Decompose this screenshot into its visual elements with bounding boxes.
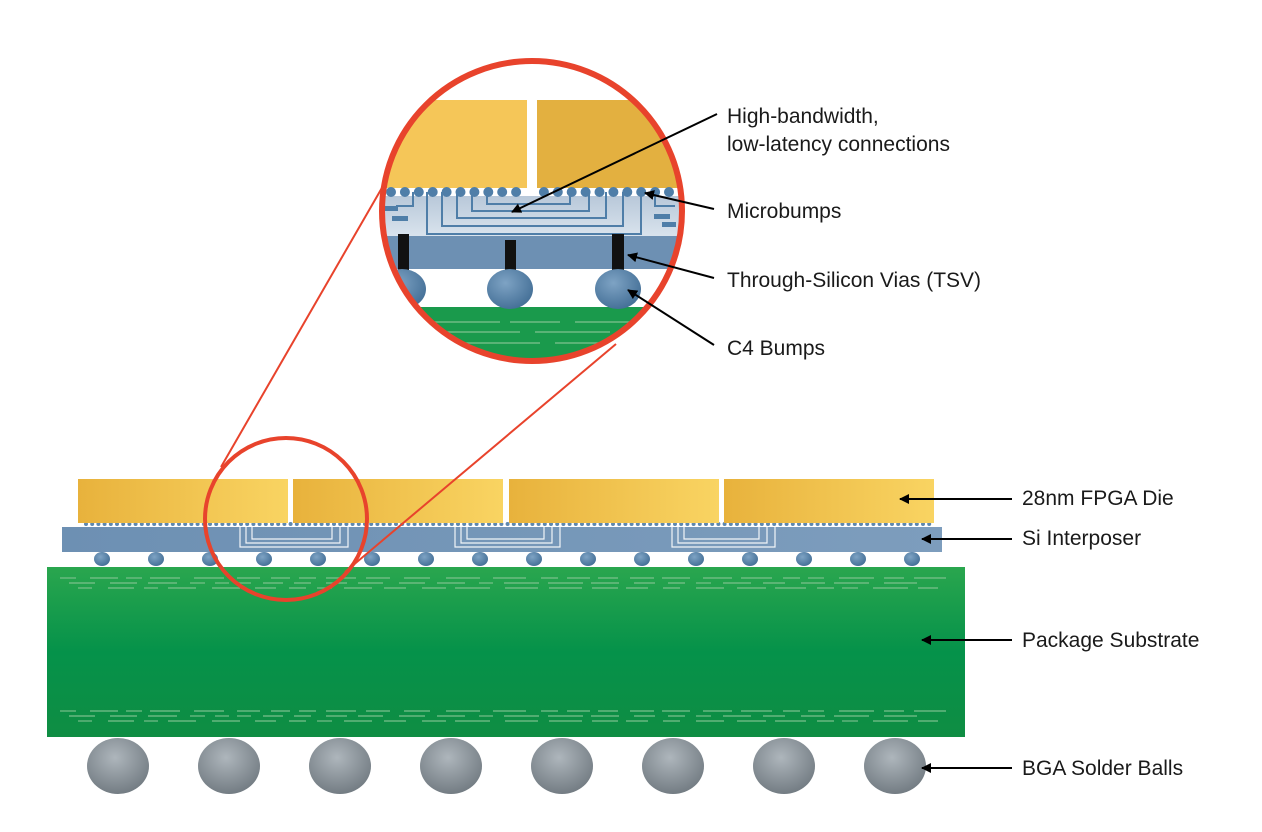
zoom-interposer-pads: [384, 206, 676, 227]
c4-bump: [256, 552, 272, 566]
c4-bump: [904, 552, 920, 566]
arrow-high-bandwidth: [511, 113, 718, 213]
zoom-microbump: [483, 187, 494, 197]
c4-bump: [688, 552, 704, 566]
si-interposer: [62, 527, 942, 552]
bga-solder-ball: [864, 738, 926, 794]
zoom-microbump: [566, 187, 577, 197]
zoom-detail: [379, 58, 685, 364]
label-tsv: Through-Silicon Vias (TSV): [727, 269, 982, 292]
interposer-wiring: [239, 527, 776, 548]
zoom-microbump: [399, 187, 410, 197]
zoom-source-circle: [203, 436, 369, 602]
c4-bump: [850, 552, 866, 566]
bga-solder-ball: [642, 738, 704, 794]
bga-solder-ball: [753, 738, 815, 794]
zoom-circle-border: [379, 58, 685, 364]
zoom-microbump: [664, 187, 674, 197]
label-microbumps: Microbumps: [727, 200, 842, 223]
c4-bump: [472, 552, 488, 566]
zoom-interposer-bottom: [382, 236, 682, 269]
c4-bump: [526, 552, 542, 566]
c4-bump: [634, 552, 650, 566]
c4-bump: [742, 552, 758, 566]
bga-solder-ball: [420, 738, 482, 794]
zoom-die-right: [537, 100, 682, 188]
zoom-microbump: [386, 187, 396, 197]
zoom-microbump: [469, 187, 480, 197]
fpga-die: [509, 479, 719, 523]
c4-bump: [796, 552, 812, 566]
zoom-microbump: [622, 187, 633, 197]
fpga-die: [293, 479, 503, 523]
c4-bump: [94, 552, 110, 566]
label-high-bandwidth-line2: low-latency connections: [727, 133, 950, 156]
substrate-traces-bottom: [60, 710, 946, 722]
bga-solder-balls: [87, 738, 926, 794]
bga-solder-ball: [531, 738, 593, 794]
bga-solder-ball: [198, 738, 260, 794]
c4-bump: [310, 552, 326, 566]
callout-arrows: [511, 113, 1012, 773]
zoom-microbump: [427, 187, 438, 197]
bga-solder-ball: [309, 738, 371, 794]
arrow-c4-bumps: [627, 289, 715, 346]
c4-bumps-row: [94, 552, 920, 566]
c4-bump: [148, 552, 164, 566]
bga-solder-ball: [87, 738, 149, 794]
zoom-microbump: [413, 187, 424, 197]
label-c4-bumps: C4 Bumps: [727, 337, 826, 360]
zoom-microbump: [608, 187, 619, 197]
microbump: [505, 522, 510, 526]
arrow-tsv: [627, 252, 715, 279]
zoom-microbump: [511, 187, 522, 197]
label-fpga-die: 28nm FPGA Die: [1022, 487, 1174, 510]
package-substrate: [47, 567, 965, 737]
zoom-microbump: [497, 187, 508, 197]
fpga-die: [78, 479, 288, 523]
zoom-microbump: [594, 187, 605, 197]
zoom-microbump: [441, 187, 452, 197]
label-bga-solder-balls: BGA Solder Balls: [1022, 757, 1184, 780]
label-high-bandwidth-line1: High-bandwidth,: [727, 105, 879, 128]
substrate-traces-top: [60, 577, 946, 589]
zoom-die-left: [382, 100, 527, 188]
fpga-dies: [78, 479, 934, 523]
zoom-microbumps: [386, 187, 674, 197]
c4-bump: [580, 552, 596, 566]
fpga-die: [724, 479, 934, 523]
zoom-tsvs: [398, 234, 624, 273]
label-si-interposer: Si Interposer: [1022, 527, 1142, 550]
label-package-substrate: Package Substrate: [1022, 629, 1200, 652]
zoom-indicator: [203, 159, 617, 602]
c4-bump: [364, 552, 380, 566]
microbump: [288, 522, 293, 526]
c4-bump: [418, 552, 434, 566]
arrow-microbumps: [644, 190, 715, 210]
